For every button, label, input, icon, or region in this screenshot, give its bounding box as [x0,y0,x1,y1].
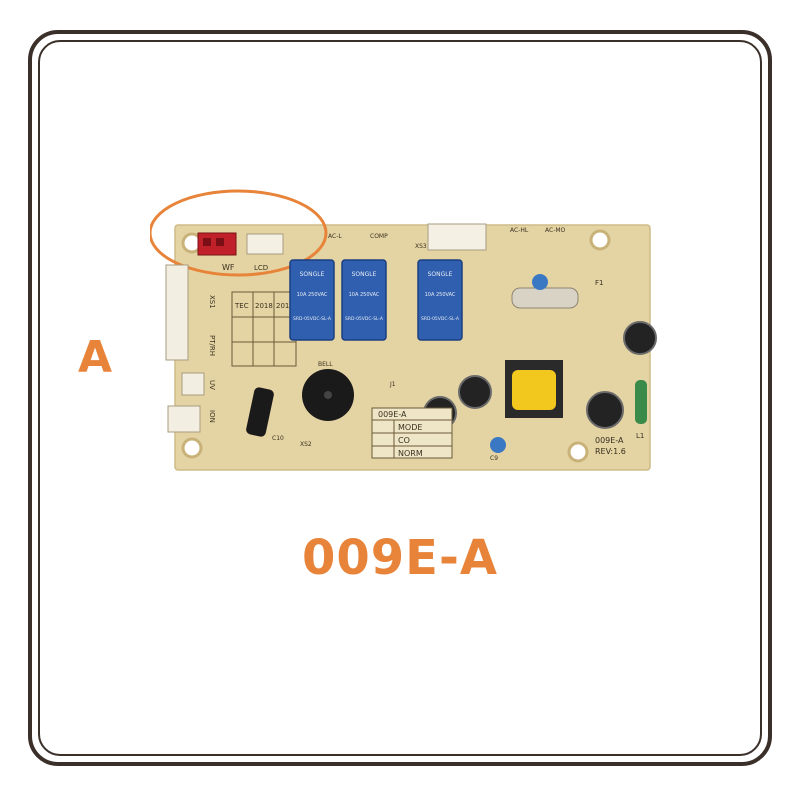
relay: SONGLE 10A 250VAC SRD-05VDC-SL-A [341,259,387,341]
mode-table: 009E-A MODE CO NORM [371,407,453,459]
fuse [511,287,579,309]
relay-rating: 10A 250VAC [349,292,380,298]
date-table-header: 2018 [255,302,273,310]
l1-label: L1 [636,432,644,440]
j1-label: J1 [389,381,396,388]
electrolytic-capacitor [623,321,657,355]
ac-hl-label: AC-HL [510,227,529,234]
uv-connector [181,372,205,396]
relay-model: SRD-05VDC-SL-A [345,316,384,322]
f1-label: F1 [595,279,603,287]
outer-frame [28,30,772,766]
relay-model: SRD-05VDC-SL-A [421,316,460,322]
mounting-hole [181,437,203,459]
electrolytic-capacitor [586,391,624,429]
pt-rh-label: PT/RH [208,335,216,356]
comp-label: COMP [370,233,388,240]
ceramic-capacitor [490,437,506,453]
relay-brand: SONGLE [352,271,377,278]
bell-label: BELL [318,361,333,368]
relay-model: SRD-05VDC-SL-A [293,316,332,322]
xs3-label: XS3 [415,243,427,250]
relay-rating: 10A 250VAC [297,292,328,298]
pcb-photo: WF LCD XS1 PT/RH UV ION TEC 2018 2019 SO… [150,189,657,471]
relay-brand: SONGLE [428,271,453,278]
ceramic-capacitor [532,274,548,290]
xs2-label: XS2 [300,441,312,448]
electrolytic-capacitor [458,375,492,409]
c9-label: C9 [490,455,498,462]
model-caption: 009E-A [301,530,499,586]
relay: SONGLE 10A 250VAC SRD-05VDC-SL-A [289,259,335,341]
mode-table-model: 009E-A [378,410,407,419]
ac-mo-label: AC-MO [545,227,566,234]
board-revision-text: REV:1.6 [595,447,626,456]
xs1-label: XS1 [208,295,216,309]
highlight-circle [150,189,328,277]
variant-label: A [78,332,113,383]
ac-l-label: AC-L [328,233,342,240]
relay-brand: SONGLE [300,271,325,278]
date-table-header: 2019 [276,302,294,310]
ion-connector [167,405,201,433]
inner-frame [38,40,762,756]
xs1-connector [165,264,189,361]
relay-rating: 10A 250VAC [425,292,456,298]
lcd-label: LCD [254,264,268,272]
c10-label: C10 [272,435,284,442]
wf-label: WF [222,263,235,272]
board-model-text: 009E-A [595,436,624,445]
date-table-header: TEC [234,302,249,310]
mounting-hole [567,441,589,463]
ion-label: ION [208,410,216,423]
mode-label: NORM [398,449,423,458]
mode-label: MODE [398,423,422,432]
inductor [635,380,647,424]
electrolytic-capacitor [246,387,274,437]
relay: SONGLE 10A 250VAC SRD-05VDC-SL-A [417,259,463,341]
xs3-connector [427,223,487,251]
uv-label: UV [208,380,216,390]
mounting-hole [589,229,611,251]
mode-label: CO [398,436,410,445]
lcd-connector [246,233,284,255]
